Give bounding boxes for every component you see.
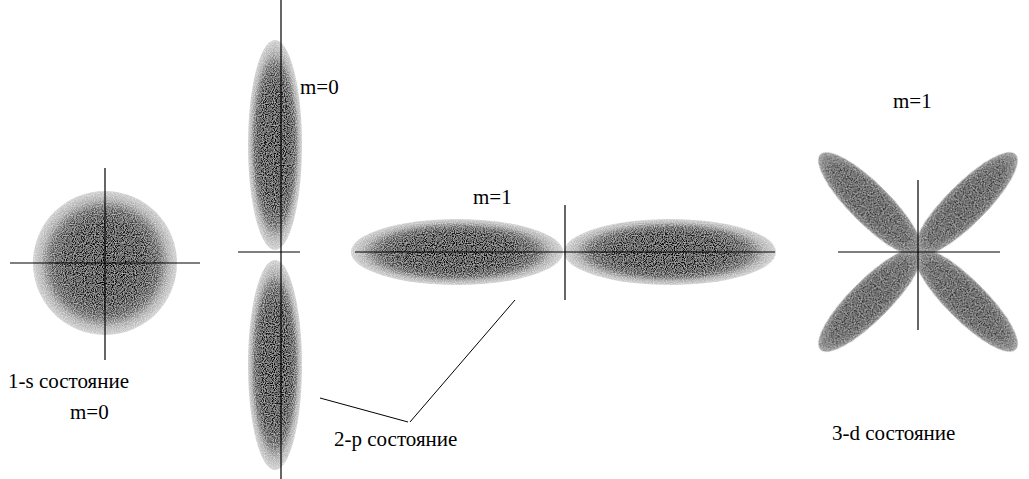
axis bbox=[104, 168, 105, 360]
axis bbox=[838, 251, 1000, 252]
state-label: 3-d состояние bbox=[832, 422, 955, 445]
axis bbox=[280, 0, 281, 479]
leader-line bbox=[410, 300, 515, 422]
state-label: 2-p состояние bbox=[334, 428, 457, 451]
p-lobe bbox=[248, 40, 302, 250]
state-label: 1-s состояние bbox=[8, 370, 129, 393]
quantum-number: m=0 bbox=[70, 401, 109, 424]
quantum-number: m=1 bbox=[893, 90, 932, 113]
p-lobe bbox=[248, 260, 302, 470]
axis bbox=[238, 251, 300, 252]
quantum-number: m=0 bbox=[300, 76, 339, 99]
leader-line bbox=[320, 398, 408, 422]
quantum-number: m=1 bbox=[473, 186, 512, 209]
d-orbital bbox=[806, 140, 1029, 363]
axis bbox=[917, 180, 918, 330]
axis bbox=[564, 205, 565, 300]
